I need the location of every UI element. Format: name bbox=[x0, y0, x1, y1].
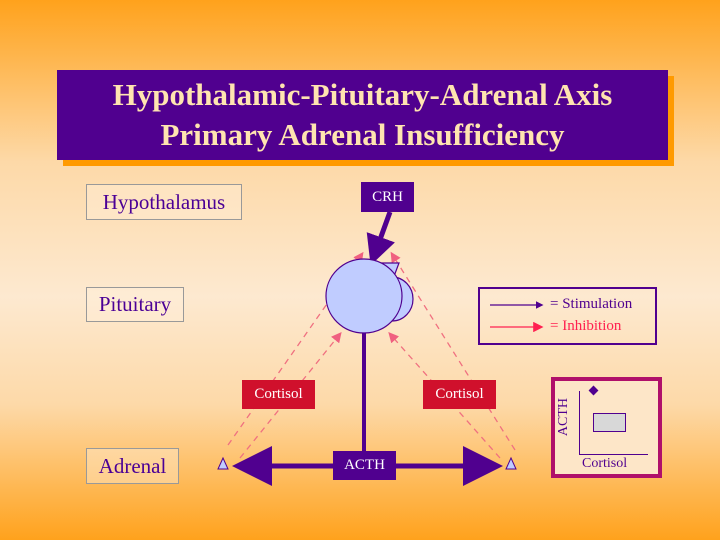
normal-range-box bbox=[593, 413, 626, 432]
legend-stimulation: = Stimulation bbox=[550, 296, 633, 312]
label-pituitary: Pituitary bbox=[86, 287, 184, 322]
inset-x-label: Cortisol bbox=[582, 456, 628, 471]
legend-inhibition: = Inhibition bbox=[550, 318, 622, 334]
acth-label: ACTH bbox=[333, 451, 396, 480]
crh-label: CRH bbox=[361, 182, 414, 212]
acth-point-marker bbox=[588, 385, 599, 396]
crh-arrow bbox=[366, 211, 395, 266]
adrenal-left-icon bbox=[217, 456, 229, 470]
adrenal-right-icon bbox=[505, 456, 517, 470]
label-hypothalamus: Hypothalamus bbox=[86, 184, 242, 220]
inset-y-label: ACTH bbox=[556, 397, 572, 437]
cortisol-label-right: Cortisol bbox=[423, 380, 496, 409]
title-line-2: Primary Adrenal Insufficiency bbox=[160, 117, 565, 152]
inset-y-axis bbox=[579, 391, 580, 455]
slide-title: Hypothalamic-Pituitary-Adrenal Axis Prim… bbox=[57, 70, 668, 160]
pituitary-gland-icon bbox=[325, 258, 414, 334]
cortisol-label-left: Cortisol bbox=[242, 380, 315, 409]
title-line-1: Hypothalamic-Pituitary-Adrenal Axis bbox=[112, 77, 613, 112]
label-adrenal: Adrenal bbox=[86, 448, 179, 484]
acth-cortisol-inset-plot: ACTH Cortisol bbox=[551, 377, 662, 478]
legend: = Stimulation = Inhibition bbox=[478, 287, 657, 345]
inset-x-axis bbox=[579, 454, 648, 455]
